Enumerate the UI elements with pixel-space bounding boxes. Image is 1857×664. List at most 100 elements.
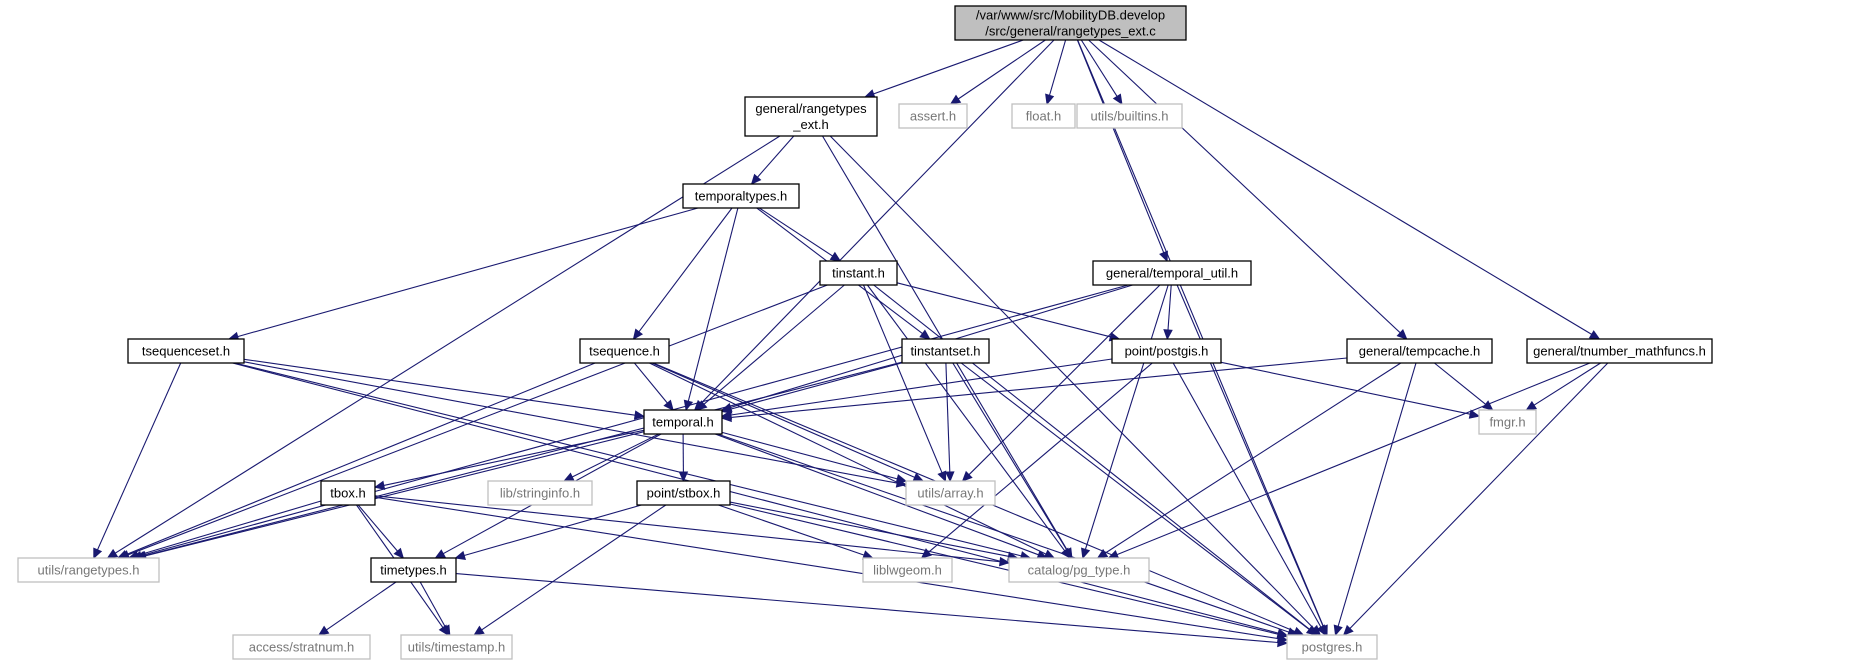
node-assert-h: assert.h xyxy=(898,103,968,129)
node-lib-stringinfo-h: lib/stringinfo.h xyxy=(487,480,593,506)
node-box xyxy=(17,557,160,583)
node-box xyxy=(898,103,968,129)
edge-tbox-h-to-catalog-pg-type-h xyxy=(374,495,1011,567)
node-box xyxy=(400,634,513,660)
node-box xyxy=(1526,338,1713,364)
node-box xyxy=(370,557,457,583)
edge-temporaltypes-h-to-tsequence-h xyxy=(632,207,733,340)
node-temporal-h[interactable]: temporal.h xyxy=(643,409,723,435)
node-label: access/stratnum.h xyxy=(249,640,355,655)
edge-general-rangetypes-ext-h-to-utils-rangetypes-h xyxy=(106,135,781,559)
node-label: catalog/pg_type.h xyxy=(1028,563,1131,578)
node-label: liblwgeom.h xyxy=(873,563,942,578)
node-label: /var/www/src/MobilityDB.develop xyxy=(976,8,1165,23)
edge-rangetypes-ext-c-to-general-rangetypes-ext-h xyxy=(863,39,1024,99)
node-point-postgis-h[interactable]: point/postgis.h xyxy=(1111,338,1222,364)
edge-tinstant-h-to-temporal-h xyxy=(696,284,845,411)
node-general-temporal-util-h[interactable]: general/temporal_util.h xyxy=(1092,260,1252,286)
node-box xyxy=(1092,260,1252,286)
node-float-h: float.h xyxy=(1011,103,1076,129)
edge-tsequenceset-h-to-temporal-h xyxy=(243,358,646,420)
edge-general-rangetypes-ext-h-to-temporaltypes-h xyxy=(750,135,795,185)
edge-general-tempcache-h-to-catalog-pg-type-h xyxy=(1096,362,1402,559)
node-box xyxy=(636,480,731,506)
node-general-rangetypes-ext-h[interactable]: general/rangetypes_ext.h xyxy=(744,96,878,137)
edge-general-temporal-util-h-to-postgres-h xyxy=(1176,284,1328,637)
node-box xyxy=(1008,557,1150,583)
node-label: tinstant.h xyxy=(832,266,885,281)
edge-rangetypes-ext-c-to-float-h xyxy=(1045,39,1067,106)
node-catalog-pg-type-h: catalog/pg_type.h xyxy=(1008,557,1150,583)
edge-general-tnumber-mathfuncs-h-to-catalog-pg-type-h xyxy=(1107,362,1591,559)
node-label: lib/stringinfo.h xyxy=(500,486,580,501)
node-label: utils/builtins.h xyxy=(1090,109,1168,124)
node-utils-builtins-h: utils/builtins.h xyxy=(1076,103,1183,129)
node-general-tnumber-mathfuncs-h[interactable]: general/tnumber_mathfuncs.h xyxy=(1526,338,1713,364)
node-label: utils/array.h xyxy=(917,486,983,501)
edge-temporal-h-to-tbox-h xyxy=(373,429,645,490)
node-label: temporaltypes.h xyxy=(695,189,788,204)
edge-tinstantset-h-to-postgres-h xyxy=(960,362,1318,636)
edge-general-temporal-util-h-to-utils-array-h xyxy=(961,284,1161,482)
edge-point-stbox-h-to-timetypes-h xyxy=(454,504,642,561)
node-temporaltypes-h[interactable]: temporaltypes.h xyxy=(682,183,800,209)
node-box xyxy=(682,183,800,209)
edge-tinstant-h-to-utils-array-h xyxy=(862,284,947,483)
edge-general-tempcache-h-to-temporal-h xyxy=(720,357,1348,423)
node-box xyxy=(954,5,1187,41)
node-box xyxy=(819,260,898,286)
edge-general-temporal-util-h-to-catalog-pg-type-h xyxy=(1081,284,1169,560)
edge-tsequence-h-to-temporal-h xyxy=(633,362,674,411)
edge-tinstantset-h-to-temporal-h xyxy=(720,362,903,414)
node-box xyxy=(1011,103,1076,129)
node-utils-rangetypes-h: utils/rangetypes.h xyxy=(17,557,160,583)
node-general-tempcache-h[interactable]: general/tempcache.h xyxy=(1346,338,1493,364)
edge-tinstantset-h-to-utils-array-h xyxy=(945,362,955,483)
node-box xyxy=(232,634,371,660)
node-box xyxy=(1286,634,1378,660)
node-label: timetypes.h xyxy=(380,563,446,578)
edge-general-tnumber-mathfuncs-h-to-postgres-h xyxy=(1342,362,1609,636)
edge-temporal-h-to-utils-array-h xyxy=(721,431,908,484)
edge-tsequenceset-h-to-utils-rangetypes-h xyxy=(93,362,182,560)
edge-timetypes-h-to-access-stratnum-h xyxy=(317,581,397,636)
node-label: general/tempcache.h xyxy=(1359,344,1480,359)
node-access-stratnum-h: access/stratnum.h xyxy=(232,634,371,660)
node-box xyxy=(579,338,670,364)
edge-temporal-h-to-catalog-pg-type-h xyxy=(714,433,1049,560)
edge-tbox-h-to-timetypes-h xyxy=(357,504,405,559)
node-label: utils/timestamp.h xyxy=(408,640,506,655)
node-timetypes-h[interactable]: timetypes.h xyxy=(370,557,457,583)
edge-tinstant-h-to-point-postgis-h xyxy=(896,282,1121,342)
edge-general-tempcache-h-to-fmgr-h xyxy=(1434,362,1494,411)
node-tinstant-h[interactable]: tinstant.h xyxy=(819,260,898,286)
node-label: point/postgis.h xyxy=(1125,344,1209,359)
node-rangetypes-ext-c[interactable]: /var/www/src/MobilityDB.develop/src/gene… xyxy=(954,5,1187,41)
node-box xyxy=(901,338,990,364)
node-label: _ext.h xyxy=(792,117,828,132)
edge-rangetypes-ext-c-to-general-temporal-util-h xyxy=(1076,39,1168,263)
node-liblwgeom-h: liblwgeom.h xyxy=(862,557,953,583)
node-label: point/stbox.h xyxy=(647,486,721,501)
node-fmgr-h: fmgr.h xyxy=(1478,409,1537,435)
edge-timetypes-h-to-postgres-h xyxy=(455,573,1289,648)
node-tsequenceset-h[interactable]: tsequenceset.h xyxy=(127,338,245,364)
edge-point-postgis-h-to-temporal-h xyxy=(720,358,1113,420)
node-point-stbox-h[interactable]: point/stbox.h xyxy=(636,480,731,506)
edge-temporal-h-to-lib-stringinfo-h xyxy=(563,433,660,482)
edge-rangetypes-ext-c-to-utils-builtins-h xyxy=(1080,39,1123,106)
node-box xyxy=(1111,338,1222,364)
node-box xyxy=(1478,409,1537,435)
node-label: tsequence.h xyxy=(589,344,660,359)
edge-temporaltypes-h-to-tinstant-h xyxy=(758,207,842,262)
node-tinstantset-h[interactable]: tinstantset.h xyxy=(901,338,990,364)
node-tbox-h[interactable]: tbox.h xyxy=(320,480,376,506)
node-label: float.h xyxy=(1026,109,1061,124)
edge-timetypes-h-to-utils-timestamp-h xyxy=(419,581,451,637)
node-tsequence-h[interactable]: tsequence.h xyxy=(579,338,670,364)
node-box xyxy=(487,480,593,506)
node-box xyxy=(643,409,723,435)
node-box xyxy=(127,338,245,364)
node-box xyxy=(320,480,376,506)
